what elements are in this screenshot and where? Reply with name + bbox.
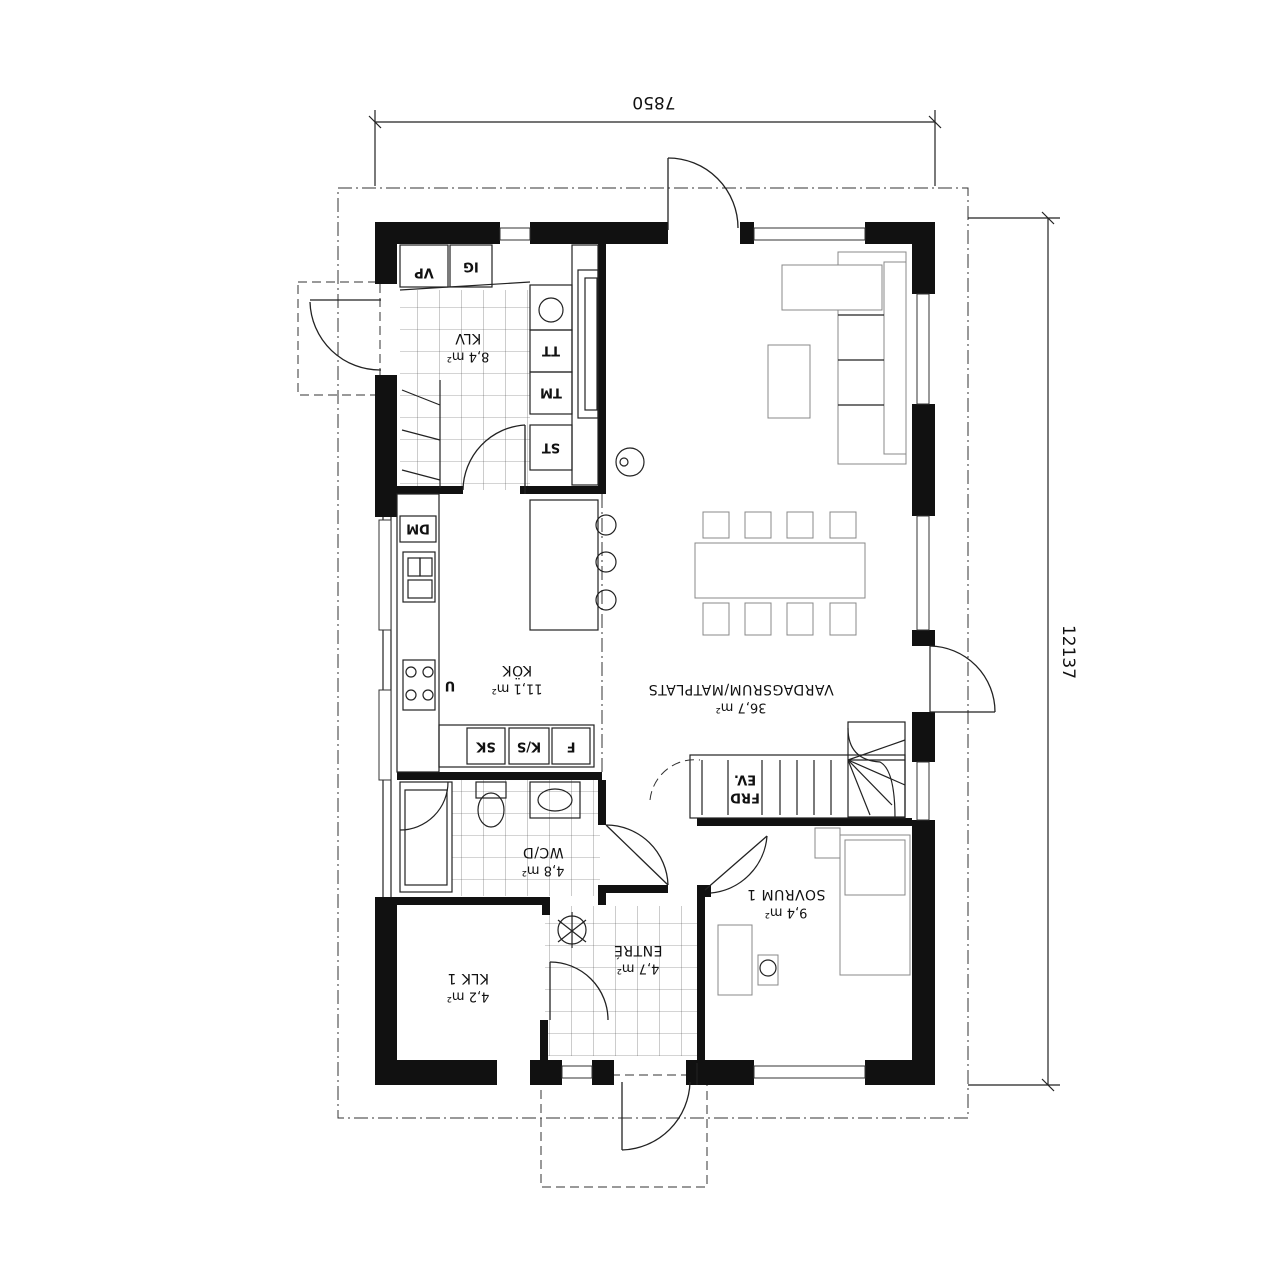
stair-label-line1: EV. [734,772,756,787]
wcd-tile-floor [452,780,600,896]
plant-icon [557,912,587,948]
interior-walls [397,244,912,1060]
bathroom-fixtures [399,781,581,893]
room-name-vardagsrum: VARDAGSRUM/MATPLATS [648,681,833,697]
room-name-kok: KÖK [502,662,532,680]
room-area-sovrum: 9,4 m² [765,905,808,920]
room-name-wcd: WC/D [522,844,563,860]
tt-label: TT [542,343,560,358]
room-area-klk: 4,2 m² [447,989,490,1004]
f-label: F [567,739,576,754]
room-label-klv: KLV 8,4 m² [447,330,490,364]
room-label-kok: KÖK 11,1 m² [492,662,543,696]
front-porch-outline [540,1074,708,1188]
stair [649,721,906,819]
width-dimension-label: 7850 [632,92,675,112]
height-dimension: 12137 [968,211,1078,1092]
sk-label: SK [475,739,495,754]
room-name-entre: ENTRÉ [614,942,663,959]
u-label: U [445,678,456,693]
width-dimension: 7850 [368,92,942,186]
dm-label: DM [406,521,430,536]
klv-tile-floor [400,290,530,490]
vp-label: VP [414,265,434,280]
exterior-walls [375,222,935,1085]
room-area-wcd: 4,8 m² [522,863,565,878]
height-dimension-label: 12137 [1058,625,1078,679]
roof-outline [337,187,969,1119]
room-name-sovrum: SOVRUM 1 [747,886,826,902]
room-name-klv: KLV [455,330,482,346]
room-label-vardagsrum: VARDAGSRUM/MATPLATS 36,7 m² [648,681,833,715]
ig-label: IG [463,259,479,274]
room-label-entre: ENTRÉ 4,7 m² [614,942,663,976]
windows [378,227,930,1079]
room-label-wcd: WC/D 4,8 m² [522,844,565,878]
side-porch-outline [297,281,381,396]
living-room-furniture [694,251,907,636]
klv-fixtures [399,244,599,488]
kitchen-fixtures [396,447,645,773]
room-area-entre: 4,7 m² [617,961,660,976]
st-label: ST [542,440,560,455]
room-area-klv: 8,4 m² [447,349,490,364]
bedroom-furniture [717,827,911,996]
room-area-vardagsrum: 36,7 m² [716,700,767,715]
entre-tile-floor [545,906,697,1056]
room-area-kok: 11,1 m² [492,681,543,696]
room-name-klk: KLK 1 [447,970,489,986]
ks-label: K/S [517,739,541,754]
tm-label: TM [540,385,562,400]
room-label-klk: KLK 1 4,2 m² [447,970,490,1004]
room-label-sovrum: SOVRUM 1 9,4 m² [747,886,826,920]
stair-label-line2: FRD [730,790,760,805]
